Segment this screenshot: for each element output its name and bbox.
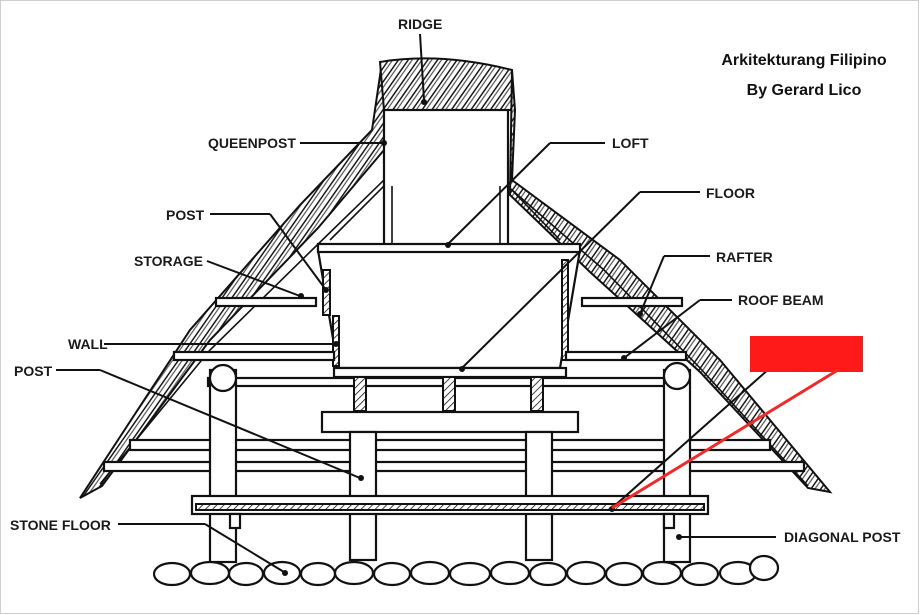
label-loft: LOFT: [612, 135, 649, 151]
label-floor: FLOOR: [706, 185, 755, 201]
label-diagonal-post: DIAGONAL POST: [784, 529, 901, 545]
leader-lines: [56, 33, 776, 576]
label-wall: WALL: [68, 336, 108, 352]
main-posts: [208, 361, 692, 564]
rafter-line: [511, 189, 809, 487]
credit-author: By Gerard Lico: [747, 82, 862, 99]
credit-title: Arkitekturang Filipino: [721, 52, 887, 69]
leader-ridge: [419, 33, 425, 101]
label-queenpost: QUEENPOST: [208, 135, 296, 151]
credit: Arkitekturang Filipino By Gerard Lico: [721, 52, 887, 99]
highlight-box: [750, 336, 863, 372]
label-rafter: RAFTER: [716, 249, 773, 265]
label-post-upper: POST: [166, 207, 205, 223]
highlight-pointer-line: [611, 368, 839, 510]
leader-storage: [206, 260, 301, 297]
loft: [329, 108, 561, 250]
label-post-lower: POST: [14, 363, 53, 379]
storage-box: [316, 248, 582, 370]
outer-post-right: [662, 368, 692, 564]
platform-beam: [320, 410, 580, 434]
labels: RIDGE QUEENPOST LOFT POST FLOOR STORAGE …: [10, 16, 901, 545]
loft-box: [382, 108, 510, 250]
storage-wall-right: [561, 259, 569, 361]
label-storage: STORAGE: [134, 253, 203, 269]
label-ridge: RIDGE: [398, 16, 442, 32]
outer-post-left: [208, 368, 238, 564]
storage-floor-plank: [332, 366, 568, 379]
stone-floor: [152, 554, 780, 587]
storage: [316, 242, 582, 379]
label-stone-floor: STONE FLOOR: [10, 517, 111, 533]
leader-hidden: [611, 367, 771, 509]
floor-beam: [190, 494, 710, 530]
label-roof-beam: ROOF BEAM: [738, 292, 824, 308]
roof-ridge-cap: [378, 57, 513, 111]
